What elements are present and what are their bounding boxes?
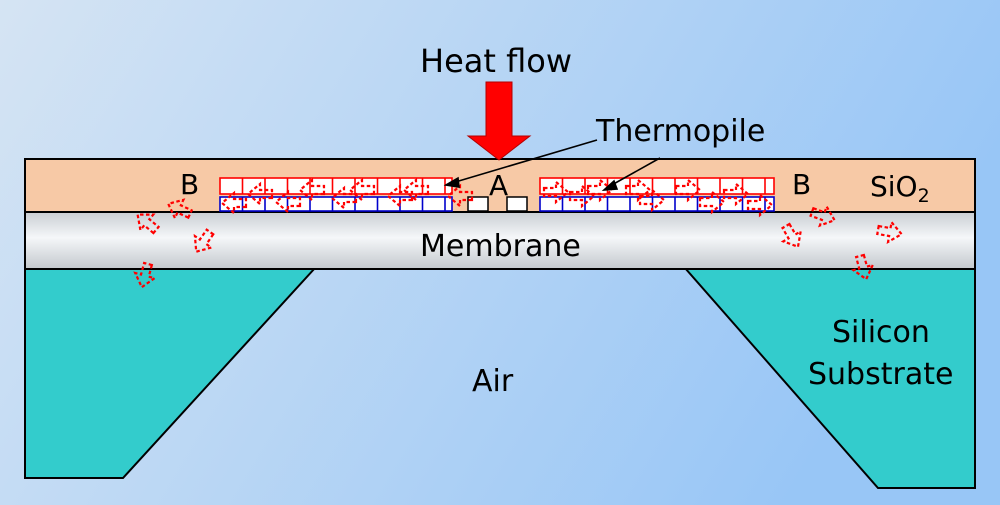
air-label: Air [472,364,514,399]
silicon-substrate-label-line2: Substrate [808,357,953,392]
thermopile-pointers [443,139,661,191]
sio2-base-text: SiO [870,170,918,203]
thermopile-bottom-right [539,196,775,212]
membrane-label: Membrane [420,229,581,264]
sio2-label: SiO2 [870,170,930,207]
heat-flow-arrow [466,81,532,161]
heat-flow-label: Heat flow [420,42,572,80]
sio2-subscript-text: 2 [918,185,930,207]
thermopile-label: Thermopile [595,114,765,149]
membrane-layer [24,211,976,270]
sio2-layer [24,158,976,213]
thermopile-strips [219,177,775,212]
thermopile-top-right [539,177,775,195]
region-a-label: A [489,169,508,202]
region-b-left-label: B [180,168,199,201]
region-b-right-label: B [792,168,811,201]
silicon-substrate-label-line1: Silicon [832,315,930,350]
center-contact-right [506,196,528,212]
